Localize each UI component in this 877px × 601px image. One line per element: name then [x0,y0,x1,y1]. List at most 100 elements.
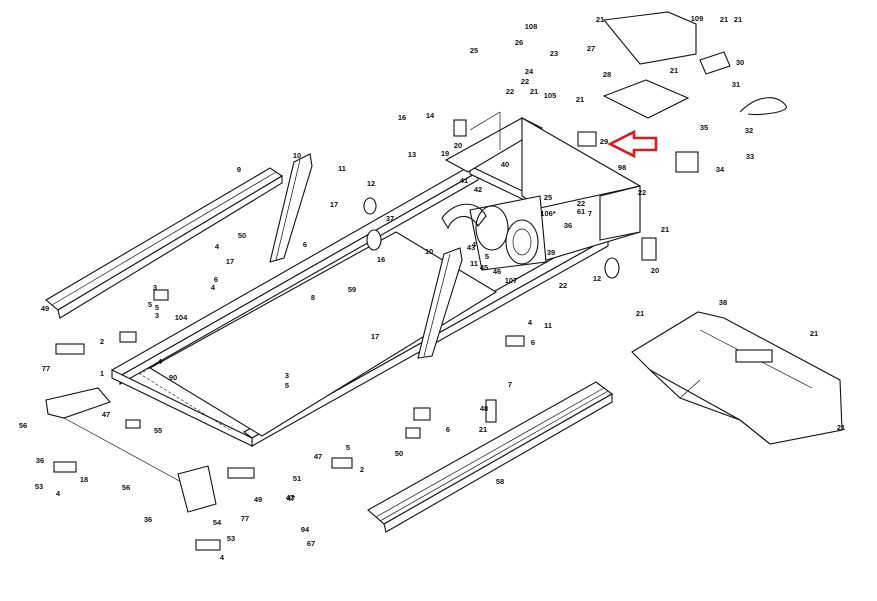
right-upright [417,247,463,359]
callout-28: 28 [603,70,611,79]
highlight-arrow [607,129,658,159]
callout-10: 10 [425,247,433,256]
callout-11: 11 [338,164,346,173]
callout-49: 49 [254,495,262,504]
callout-21: 21 [837,423,845,432]
callout-24: 24 [525,67,534,76]
callout-54: 54 [213,518,222,527]
callout-55: 55 [154,426,162,435]
callout-53: 53 [35,482,43,491]
callout-59: 59 [348,285,356,294]
callout-56: 56 [19,421,27,430]
callout-94: 94 [301,525,310,534]
callout-9: 9 [237,165,241,174]
callout-11: 11 [544,321,552,330]
callout-27: 27 [587,44,595,53]
callout-25: 25 [544,193,552,202]
callout-41: 41 [460,176,468,185]
callout-42: 42 [474,185,482,194]
callout-51: 51 [293,474,301,483]
callout-5: 5 [148,300,152,309]
callout-32: 32 [745,126,753,135]
callout-53: 53 [227,534,235,543]
callout-21: 21 [479,425,487,434]
callout-36: 36 [36,456,44,465]
callout-21: 21 [596,15,604,24]
callout-22: 22 [559,281,567,290]
callout-6: 6 [446,425,450,434]
callout-109: 109 [691,14,704,23]
callout-16: 16 [398,113,406,122]
callout-25: 25 [470,46,478,55]
callout-49: 49 [41,304,49,313]
callout-2: 2 [360,465,364,474]
callout-36: 36 [564,221,572,230]
callout-12: 12 [593,274,601,283]
callout-40: 40 [501,160,509,169]
callout-4: 4 [472,240,477,249]
callout-47: 47 [287,494,295,503]
callout-47: 47 [286,493,294,502]
callout-3: 3 [285,371,289,380]
callout-90: 90 [169,373,177,382]
callout-21: 21 [636,309,644,318]
callout-4: 4 [56,489,61,498]
callout-12: 12 [367,179,375,188]
callout-43: 43 [467,243,475,252]
callout-46: 46 [493,267,501,276]
callout-18: 18 [80,475,88,484]
callout-5: 5 [285,381,289,390]
callout-5: 5 [485,252,489,261]
motor-hood [631,311,843,445]
callout-35: 35 [700,123,708,132]
control-board-bracket [577,11,731,147]
callout-4: 4 [528,318,533,327]
callout-6: 6 [214,275,218,284]
callout-47: 47 [314,452,322,461]
callout-21: 21 [810,329,818,338]
right-side-rail [367,381,614,533]
callout-36: 36 [144,515,152,524]
callout-5: 5 [346,443,350,452]
callout-77: 77 [42,364,50,373]
callout-34: 34 [716,165,725,174]
callout-4: 4 [211,283,216,292]
callout-17: 17 [330,200,338,209]
callout-7: 7 [588,209,592,218]
callout-16: 16 [377,255,385,264]
callout-22: 22 [577,199,585,208]
callout-29: 29 [600,137,608,146]
callout-37: 37 [386,214,394,223]
callout-6: 6 [303,240,307,249]
callout-58: 58 [496,477,504,486]
callout-31: 31 [732,80,740,89]
callout-6: 6 [531,338,535,347]
callout-4: 4 [220,553,225,562]
callout-21: 21 [661,225,669,234]
callout-20: 20 [454,141,462,150]
callout-22: 22 [638,188,646,197]
callout-22: 22 [506,87,514,96]
callout-21: 21 [576,95,584,104]
callout-98: 98 [618,163,626,172]
front-roller [363,197,382,251]
callout-50: 50 [395,449,403,458]
callout-17: 17 [226,257,234,266]
callout-33: 33 [746,152,754,161]
callout-11: 11 [470,259,478,268]
wire-harness [739,97,787,116]
rear-roller [604,257,620,279]
callout-77: 77 [241,514,249,523]
callout-47: 47 [102,410,110,419]
left-side-rail [45,167,284,319]
callout-23: 23 [550,49,558,58]
callout-38: 38 [719,298,727,307]
callout-22: 22 [521,77,529,86]
callout-14: 14 [426,111,435,120]
callout-21: 21 [670,66,678,75]
callout-21: 21 [530,87,538,96]
callout-56: 56 [122,483,130,492]
left-upright [269,153,313,263]
